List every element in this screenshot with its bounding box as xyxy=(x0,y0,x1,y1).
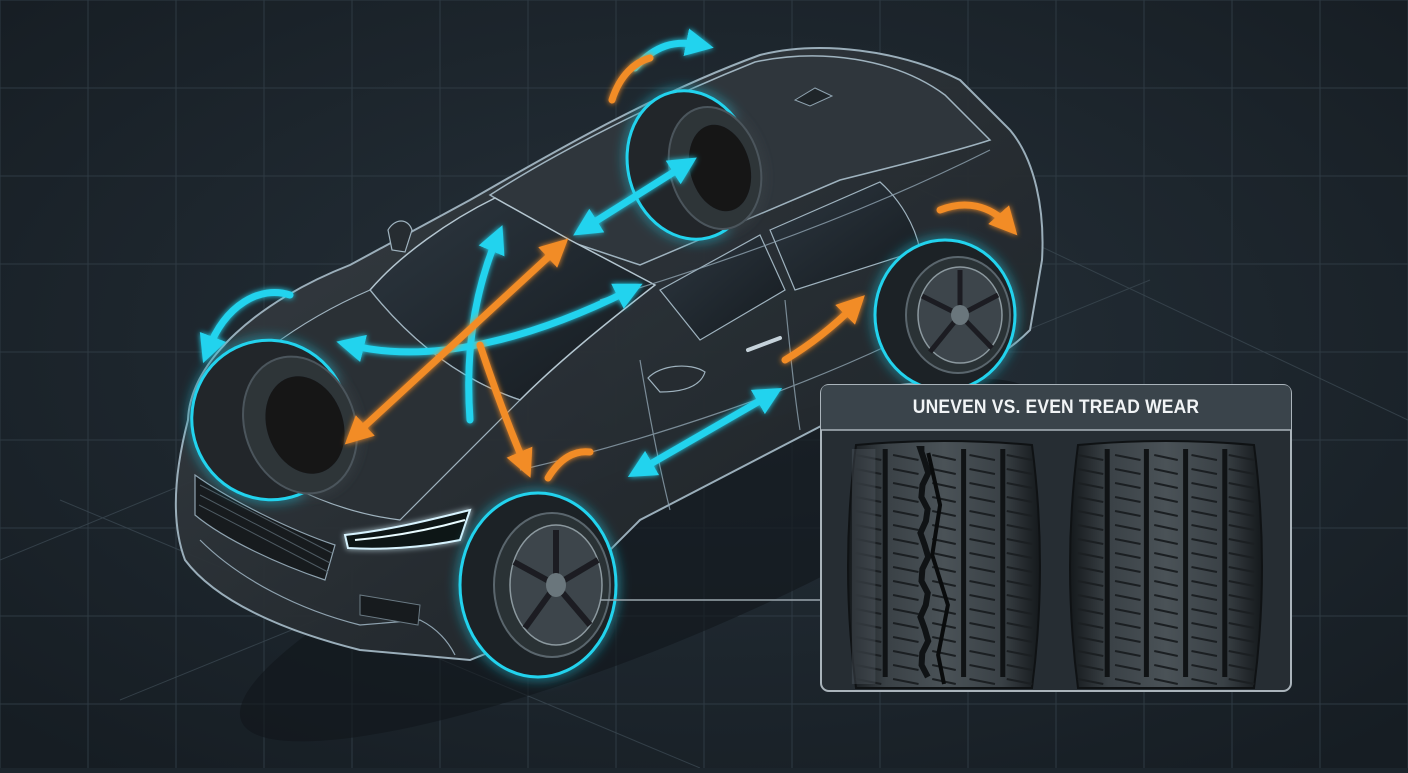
tire-tread-even xyxy=(1069,440,1263,689)
front-grille xyxy=(194,473,336,581)
wheel-front-left-mounted xyxy=(458,491,618,679)
rotation-arrows-orange xyxy=(344,54,1018,482)
headlight xyxy=(343,508,472,550)
floating-tire-front-right xyxy=(190,338,358,502)
inset-panel-title: UNEVEN VS. EVEN TREAD WEAR xyxy=(912,397,1200,418)
wheel-rear-left-mounted xyxy=(873,238,1017,392)
side-window-front xyxy=(659,234,786,341)
tire-tread-uneven xyxy=(847,440,1041,689)
tread-wear-inset-panel xyxy=(820,384,1292,692)
